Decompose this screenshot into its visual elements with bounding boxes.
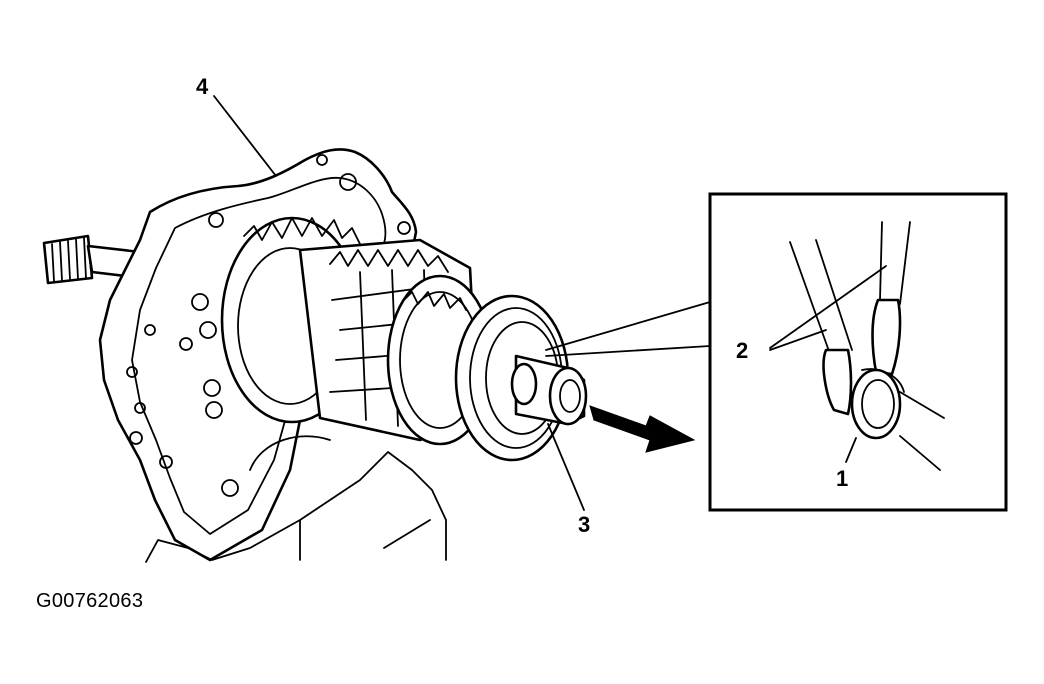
zoom-leader-lines: [545, 301, 711, 357]
gear-assembly: [220, 216, 494, 446]
callout-3: 3: [578, 512, 590, 537]
callout-2: 2: [736, 338, 748, 363]
callout-leaders: [213, 95, 585, 511]
bearing-hub: [454, 294, 588, 462]
transmission-case-lower: [145, 435, 447, 563]
detail-inset: [708, 192, 1008, 512]
figure-id: G00762063: [36, 590, 144, 612]
callout-4: 4: [196, 74, 209, 99]
removal-arrow: [589, 405, 696, 453]
callout-1: 1: [836, 466, 848, 491]
